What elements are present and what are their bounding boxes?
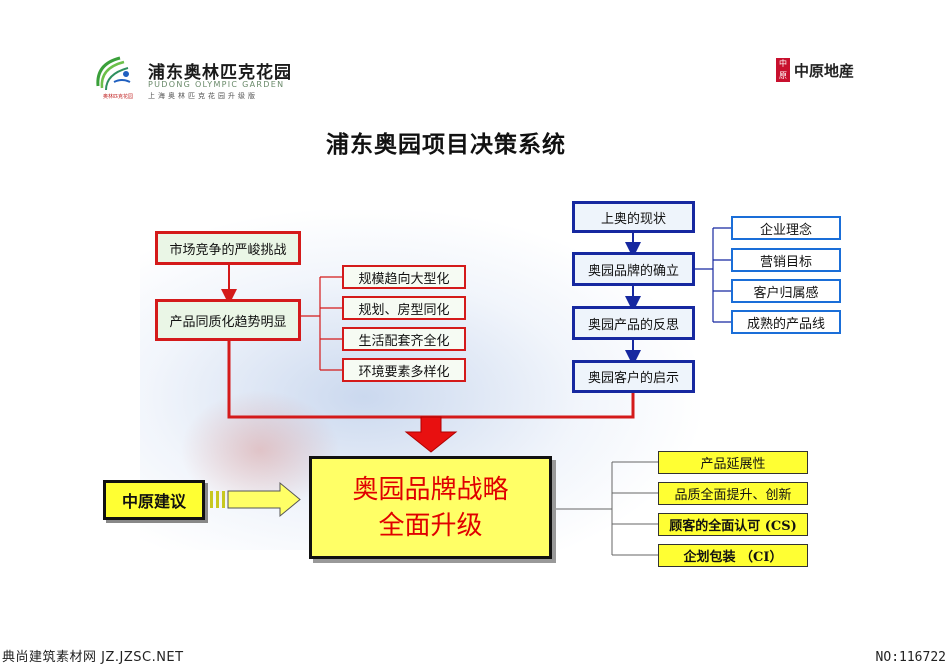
agency-name: 中原地産 bbox=[794, 62, 855, 80]
box-advice: 中原建议 bbox=[103, 480, 205, 520]
brand-element-bracket bbox=[695, 227, 731, 323]
box-market-challenge: 市场竞争的严峻挑战 bbox=[155, 231, 301, 265]
footer-watermark: 典尚建筑素材网 JZ.JZSC.NET bbox=[2, 650, 184, 665]
strategy-line-1: 奥园品牌战略 bbox=[352, 474, 509, 505]
footer-number: NO:116722 bbox=[875, 650, 946, 665]
project-tagline: 上海奥林匹克花园升级版 bbox=[148, 92, 258, 100]
box-brand-element-3: 客户归属感 bbox=[731, 279, 841, 303]
box-trend-1: 规模趋向大型化 bbox=[342, 265, 466, 289]
agency-mark: 中原 bbox=[776, 58, 790, 82]
box-brand-established: 奥园品牌的确立 bbox=[572, 252, 695, 286]
box-product-reflection: 奥园产品的反思 bbox=[572, 306, 695, 340]
box-brand-element-4: 成熟的产品线 bbox=[731, 310, 841, 334]
box-strategy: 奥园品牌战略 全面升级 bbox=[309, 456, 552, 559]
box-brand-element-2: 营销目标 bbox=[731, 248, 841, 272]
olympic-garden-emblem-icon: 奥林匹克花园 bbox=[96, 56, 136, 100]
box-trend-3: 生活配套齐全化 bbox=[342, 327, 466, 351]
box-customer-insight: 奥园客户的启示 bbox=[572, 360, 695, 393]
page-title: 浦东奥园项目决策系统 bbox=[326, 131, 566, 158]
box-outcome-2: 品质全面提升、创新 bbox=[658, 482, 808, 505]
advice-arrow-icon bbox=[210, 481, 301, 518]
box-outcome-4: 企划包装 （CI） bbox=[658, 544, 808, 567]
trend-bracket bbox=[300, 276, 342, 371]
box-trend-2: 规划、房型同化 bbox=[342, 296, 466, 320]
box-homogenization: 产品同质化趋势明显 bbox=[155, 299, 301, 341]
strategy-line-2: 全面升级 bbox=[378, 510, 483, 541]
box-outcome-3: 顾客的全面认可 (CS) bbox=[658, 513, 808, 536]
project-logo: 奥林匹克花园 浦东奥林匹克花园 PUDONG OLYMPIC GARDEN 上海… bbox=[90, 52, 310, 102]
box-status: 上奥的现状 bbox=[572, 201, 695, 233]
box-trend-4: 环境要素多样化 bbox=[342, 358, 466, 382]
box-brand-element-1: 企业理念 bbox=[731, 216, 841, 240]
box-outcome-1: 产品延展性 bbox=[658, 451, 808, 474]
down-arrow-icon bbox=[404, 416, 458, 453]
project-name: 浦东奥林匹克花园 bbox=[148, 63, 292, 83]
outcome-bracket bbox=[552, 461, 658, 556]
project-name-en: PUDONG OLYMPIC GARDEN bbox=[148, 80, 285, 89]
emblem-text: 奥林匹克花园 bbox=[103, 93, 133, 100]
